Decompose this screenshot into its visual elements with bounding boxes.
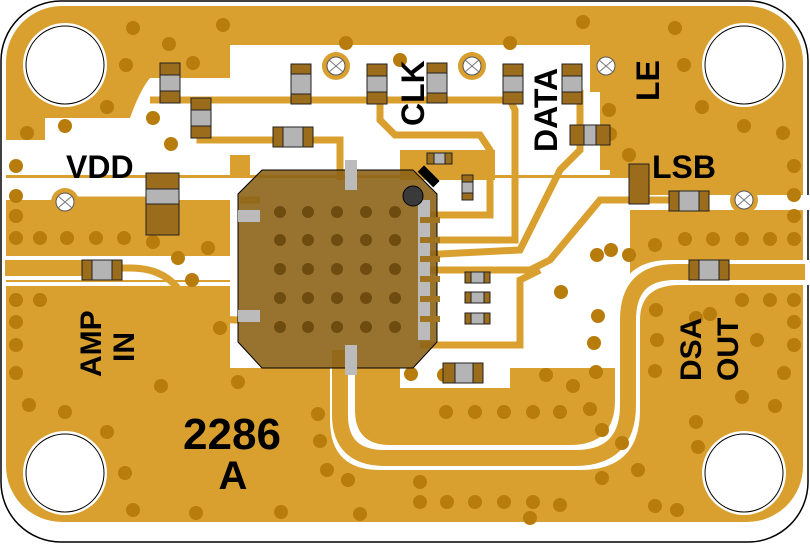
data-label: DATA bbox=[528, 68, 564, 152]
capacitor bbox=[272, 126, 314, 148]
capacitor bbox=[688, 259, 730, 281]
capacitor bbox=[190, 97, 212, 139]
chip-pads bbox=[238, 160, 430, 375]
vdd-test-point bbox=[51, 188, 79, 216]
revision-label: A bbox=[219, 454, 248, 498]
capacitor bbox=[442, 362, 484, 384]
capacitor bbox=[159, 62, 181, 104]
capacitor bbox=[366, 63, 388, 105]
pin1-marker bbox=[402, 185, 424, 207]
clk-test-point bbox=[322, 52, 350, 80]
test-points bbox=[51, 52, 758, 216]
chip-thermal-vias bbox=[274, 206, 401, 333]
data-test-point bbox=[458, 52, 486, 80]
resistor bbox=[464, 312, 491, 325]
dsa-chip bbox=[237, 160, 440, 375]
capacitor bbox=[426, 62, 448, 104]
le-label: LE bbox=[630, 60, 666, 101]
out-label: OUT bbox=[712, 318, 745, 381]
capacitor bbox=[668, 190, 710, 212]
capacitor bbox=[81, 259, 123, 281]
lsb-label: LSB bbox=[652, 149, 716, 185]
in-label: IN bbox=[108, 332, 141, 362]
orientation-mark bbox=[417, 165, 440, 188]
capacitor bbox=[290, 63, 312, 105]
mounting-holes bbox=[23, 23, 786, 515]
capacitor bbox=[628, 163, 650, 205]
capacitor bbox=[145, 172, 180, 236]
amp-label: AMP bbox=[75, 310, 108, 377]
le-test-point bbox=[592, 52, 620, 80]
lsb-test-point bbox=[730, 186, 758, 214]
part-number-label: 2286 bbox=[183, 410, 281, 459]
clk-label: CLK bbox=[395, 60, 431, 126]
vdd-label: VDD bbox=[66, 149, 134, 185]
resistor bbox=[464, 291, 491, 304]
smd-components bbox=[81, 62, 730, 384]
dsa-label: DSA bbox=[675, 318, 708, 381]
resistor bbox=[464, 271, 491, 284]
capacitor bbox=[569, 124, 611, 146]
capacitor bbox=[561, 63, 583, 105]
capacitor bbox=[502, 63, 524, 105]
resistor bbox=[461, 174, 474, 201]
vias bbox=[9, 15, 801, 525]
resistor bbox=[426, 152, 453, 165]
